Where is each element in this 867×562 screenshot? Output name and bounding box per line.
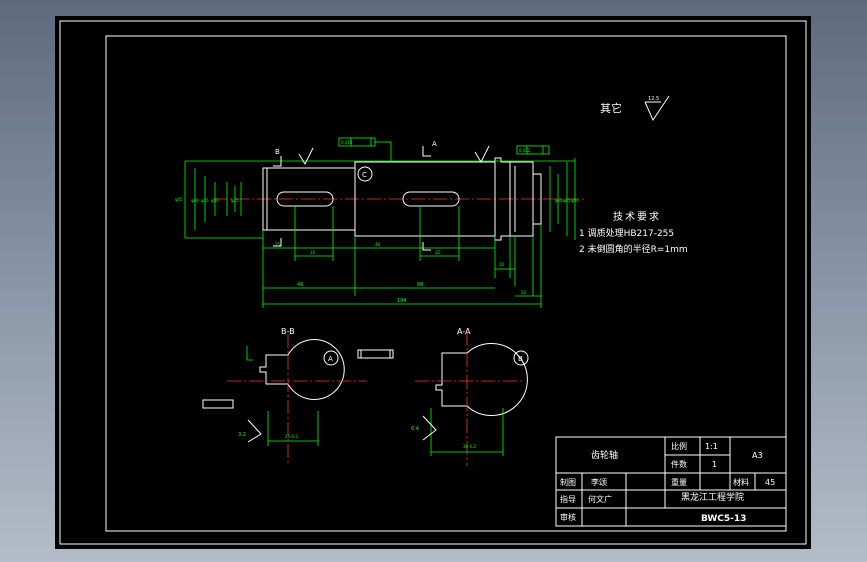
drawn-by: 李颂 [591,477,607,487]
count-value: 1 [712,460,717,469]
svg-text:25-0.2: 25-0.2 [285,434,298,439]
roughness-mark-2-icon [474,145,490,164]
svg-text:φ25: φ25 [231,198,239,203]
scale-value: 1:1 [705,442,718,451]
svg-text:22: 22 [521,290,527,295]
inner-border [105,35,787,532]
svg-text:6.4: 6.4 [411,426,419,432]
section-b-b-view: B-B 3.2 25-0.2 [202,327,391,464]
dim-left: 46 [297,282,303,288]
svg-text:46: 46 [375,242,381,247]
material-label: 材料 [733,477,749,487]
dimension-lines: φ45 φ40 φ35 φ30 φ25 φ40 φ45 φ50 25 46 16… [175,137,579,308]
school-name: 黑龙江工程学院 [681,491,744,503]
datum-b-circle [513,350,529,366]
svg-text:φ35: φ35 [201,198,209,203]
svg-text:0.015: 0.015 [341,140,353,145]
count-label: 件数 [671,459,687,469]
svg-text:10: 10 [499,262,505,267]
roughness-note: 其它 [600,101,622,115]
requirement-1: 1 调质处理HB217-255 [579,227,674,239]
section-a-a-title: A-A [457,327,471,336]
dim-mid: 88 [417,282,423,288]
roughness-mark-1-icon [298,147,314,166]
svg-text:φ40: φ40 [191,198,199,203]
svg-text:φ40: φ40 [555,198,563,203]
svg-text:3.2: 3.2 [238,432,246,438]
section-b-b-title: B-B [281,327,295,336]
review-label: 审核 [560,512,576,522]
sheet-size: A3 [752,451,763,460]
cad-viewport[interactable]: 其它 12.5 [55,16,811,549]
part-name: 齿轮轴 [591,449,618,461]
svg-text:φ45: φ45 [175,197,183,202]
section-markers [273,146,431,251]
datum-b-label: B [518,355,523,363]
material-value: 45 [765,478,775,487]
section-a-a-view: A-A 6.4 30-0.2 [360,327,528,466]
drawing-number: BWC5-13 [701,514,746,524]
advisor-name: 何文广 [588,494,612,504]
advisor-label: 指导 [560,494,576,504]
outer-border [59,20,807,545]
svg-text:22: 22 [435,250,441,255]
datum-a-circle [323,350,339,366]
svg-text:φ45: φ45 [563,198,571,203]
requirements-heading: 技术要求 [613,210,661,223]
requirement-2: 2 未倒圆角的半径R=1mm [579,243,688,255]
svg-text:φ50: φ50 [571,198,579,203]
svg-text:φ30: φ30 [211,198,219,203]
datum-c-label: C [362,171,367,179]
weight-label: 重量 [671,477,687,487]
svg-text:30-0.2: 30-0.2 [463,444,476,449]
cut-label-b-top: B [275,148,280,156]
svg-text:0.012: 0.012 [519,148,531,153]
cut-label-a-top: A [432,140,437,148]
svg-text:16: 16 [310,250,316,255]
shaft-main-view [213,157,587,241]
scale-label: 比例 [671,441,687,451]
drawn-label: 制图 [560,477,576,487]
drawing-sheet: 其它 12.5 [59,20,807,545]
datum-a-label: A [328,355,333,363]
roughness-symbol-icon [644,95,670,122]
dim-overall: 194 [397,298,407,304]
svg-text:25: 25 [275,242,281,247]
roughness-value: 12.5 [648,96,659,102]
title-block [555,436,787,527]
